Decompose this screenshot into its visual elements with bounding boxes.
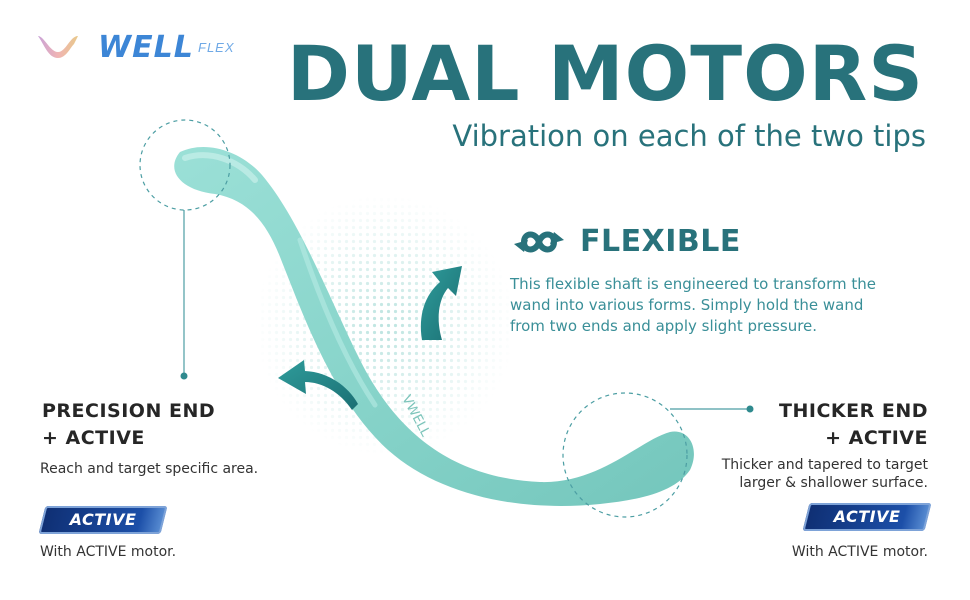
precision-active-badge-label: ACTIVE: [69, 510, 137, 529]
left-arrow-icon: [278, 360, 358, 410]
precision-end-description: Reach and target specific area.: [40, 461, 259, 477]
thicker-description-line1: Thicker and tapered to target: [721, 457, 928, 473]
precision-heading-line2: + ACTIVE: [42, 427, 145, 449]
thicker-end-description: Thicker and tapered to target larger & s…: [668, 456, 928, 492]
up-arrow-icon: [420, 266, 462, 340]
thicker-heading-line1: THICKER END: [779, 400, 928, 422]
flexible-loop-icon: [514, 231, 564, 253]
thicker-end-highlight: [562, 392, 688, 518]
thicker-description-line2: larger & shallower surface.: [739, 475, 928, 491]
thicker-end-heading: THICKER END + ACTIVE: [779, 398, 928, 452]
brand-logo-suffix: FLEX: [198, 40, 235, 55]
precision-heading-line1: PRECISION END: [42, 400, 216, 422]
precision-active-badge: ACTIVE: [38, 506, 168, 534]
precision-end-note: With ACTIVE motor.: [40, 544, 177, 560]
thicker-active-badge-label: ACTIVE: [833, 507, 901, 526]
thicker-end-note: With ACTIVE motor.: [791, 544, 928, 560]
precision-end-heading: PRECISION END + ACTIVE: [42, 398, 215, 452]
thicker-connector-dot: [746, 405, 754, 413]
thicker-active-badge: ACTIVE: [802, 503, 932, 531]
brand-logo-word: WELL: [98, 30, 194, 65]
thicker-heading-line2: + ACTIVE: [825, 427, 928, 449]
flexible-description: This flexible shaft is engineered to tra…: [510, 275, 876, 335]
precision-connector-dot: [180, 372, 188, 380]
flexible-heading: FLEXIBLE: [580, 224, 741, 259]
page-subtitle: Vibration on each of the two tips: [452, 119, 926, 153]
page-title: DUAL MOTORS: [286, 29, 924, 118]
brand-logo-mark-icon: [38, 36, 78, 58]
brand-logo: WELL FLEX: [34, 26, 254, 66]
precision-end-highlight: [139, 119, 231, 211]
